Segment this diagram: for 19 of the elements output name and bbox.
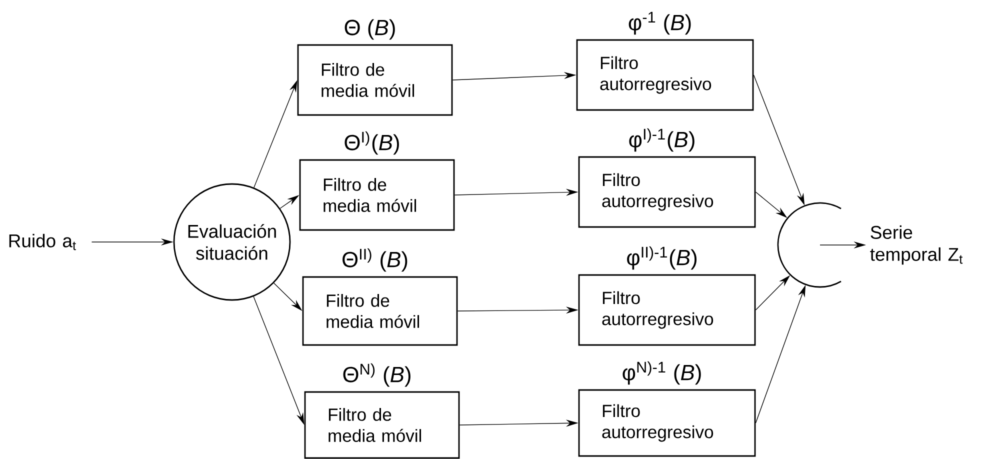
transfer-function: φ$^{II)-1}$(B) [627,246,697,270]
transfer-function: φ$^{N)-1}$ (B) [622,361,701,385]
transfer-function: Θ$^{N)}$ (B) [343,363,410,387]
transfer-function: Θ$^{I)}$(B) [344,131,399,155]
filter-box: Filtro de media móvil [299,159,455,231]
transfer-function: Θ$^{II)}$ (B) [342,248,408,272]
summing-arc [777,202,842,288]
transfer-function: φ$^{I)-1}$(B) [629,128,694,152]
filter-box: Filtro autorregresivo [578,156,756,228]
text-label: Ruido a$_{t}$ [9,234,76,250]
filter-box: Filtro de media móvil [297,44,453,116]
filter-box: Filtro autorregresivo [578,274,756,346]
text-label: Serie temporal Z$_{t}$ [870,225,963,265]
transfer-function: φ$^{-1}$ (B) [628,12,691,35]
filter-box: Filtro autorregresivo [578,389,756,457]
filter-box: Filtro de media móvil [304,391,460,459]
filter-box: Filtro autorregresivo [576,39,754,111]
transfer-function: Θ (B) [344,19,395,40]
filter-box: Filtro de media móvil [302,276,458,346]
